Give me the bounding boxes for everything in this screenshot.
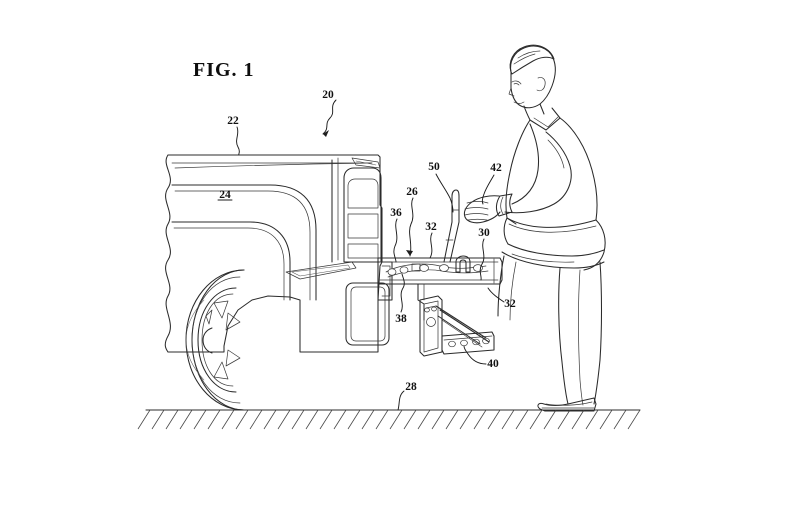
ground-surface xyxy=(137,409,641,430)
person-figure xyxy=(463,44,606,412)
ref-numeral-50: 50 xyxy=(428,161,440,173)
ref-numeral-28: 28 xyxy=(405,381,417,393)
step-support-linkage xyxy=(417,283,495,357)
reference-numerals: 20 22 24 26 28 30 32 32 36 38 40 42 50 xyxy=(219,89,516,393)
ground-hatching xyxy=(137,409,641,430)
ref-numeral-32-lower: 32 xyxy=(504,298,516,310)
ref-numeral-30: 30 xyxy=(478,227,490,239)
ref-numeral-38: 38 xyxy=(395,313,407,325)
step-platform-assembly xyxy=(377,255,503,285)
ref-numeral-40: 40 xyxy=(487,358,499,370)
ref-numeral-32-upper: 32 xyxy=(425,221,437,233)
ref-numeral-22: 22 xyxy=(227,115,239,127)
leader-lines xyxy=(217,99,505,411)
hand-gripping-handle xyxy=(463,195,501,224)
ref-numeral-24: 24 xyxy=(219,189,231,201)
ref-numeral-20: 20 xyxy=(322,89,334,101)
rear-wheel xyxy=(185,269,245,411)
ref-numeral-26: 26 xyxy=(406,186,418,198)
ref-numeral-42: 42 xyxy=(490,162,502,174)
figure-label: FIG. 1 xyxy=(193,59,255,81)
ref-numeral-36: 36 xyxy=(390,207,402,219)
rear-step-pocket xyxy=(345,282,390,346)
truck-body xyxy=(164,154,390,353)
